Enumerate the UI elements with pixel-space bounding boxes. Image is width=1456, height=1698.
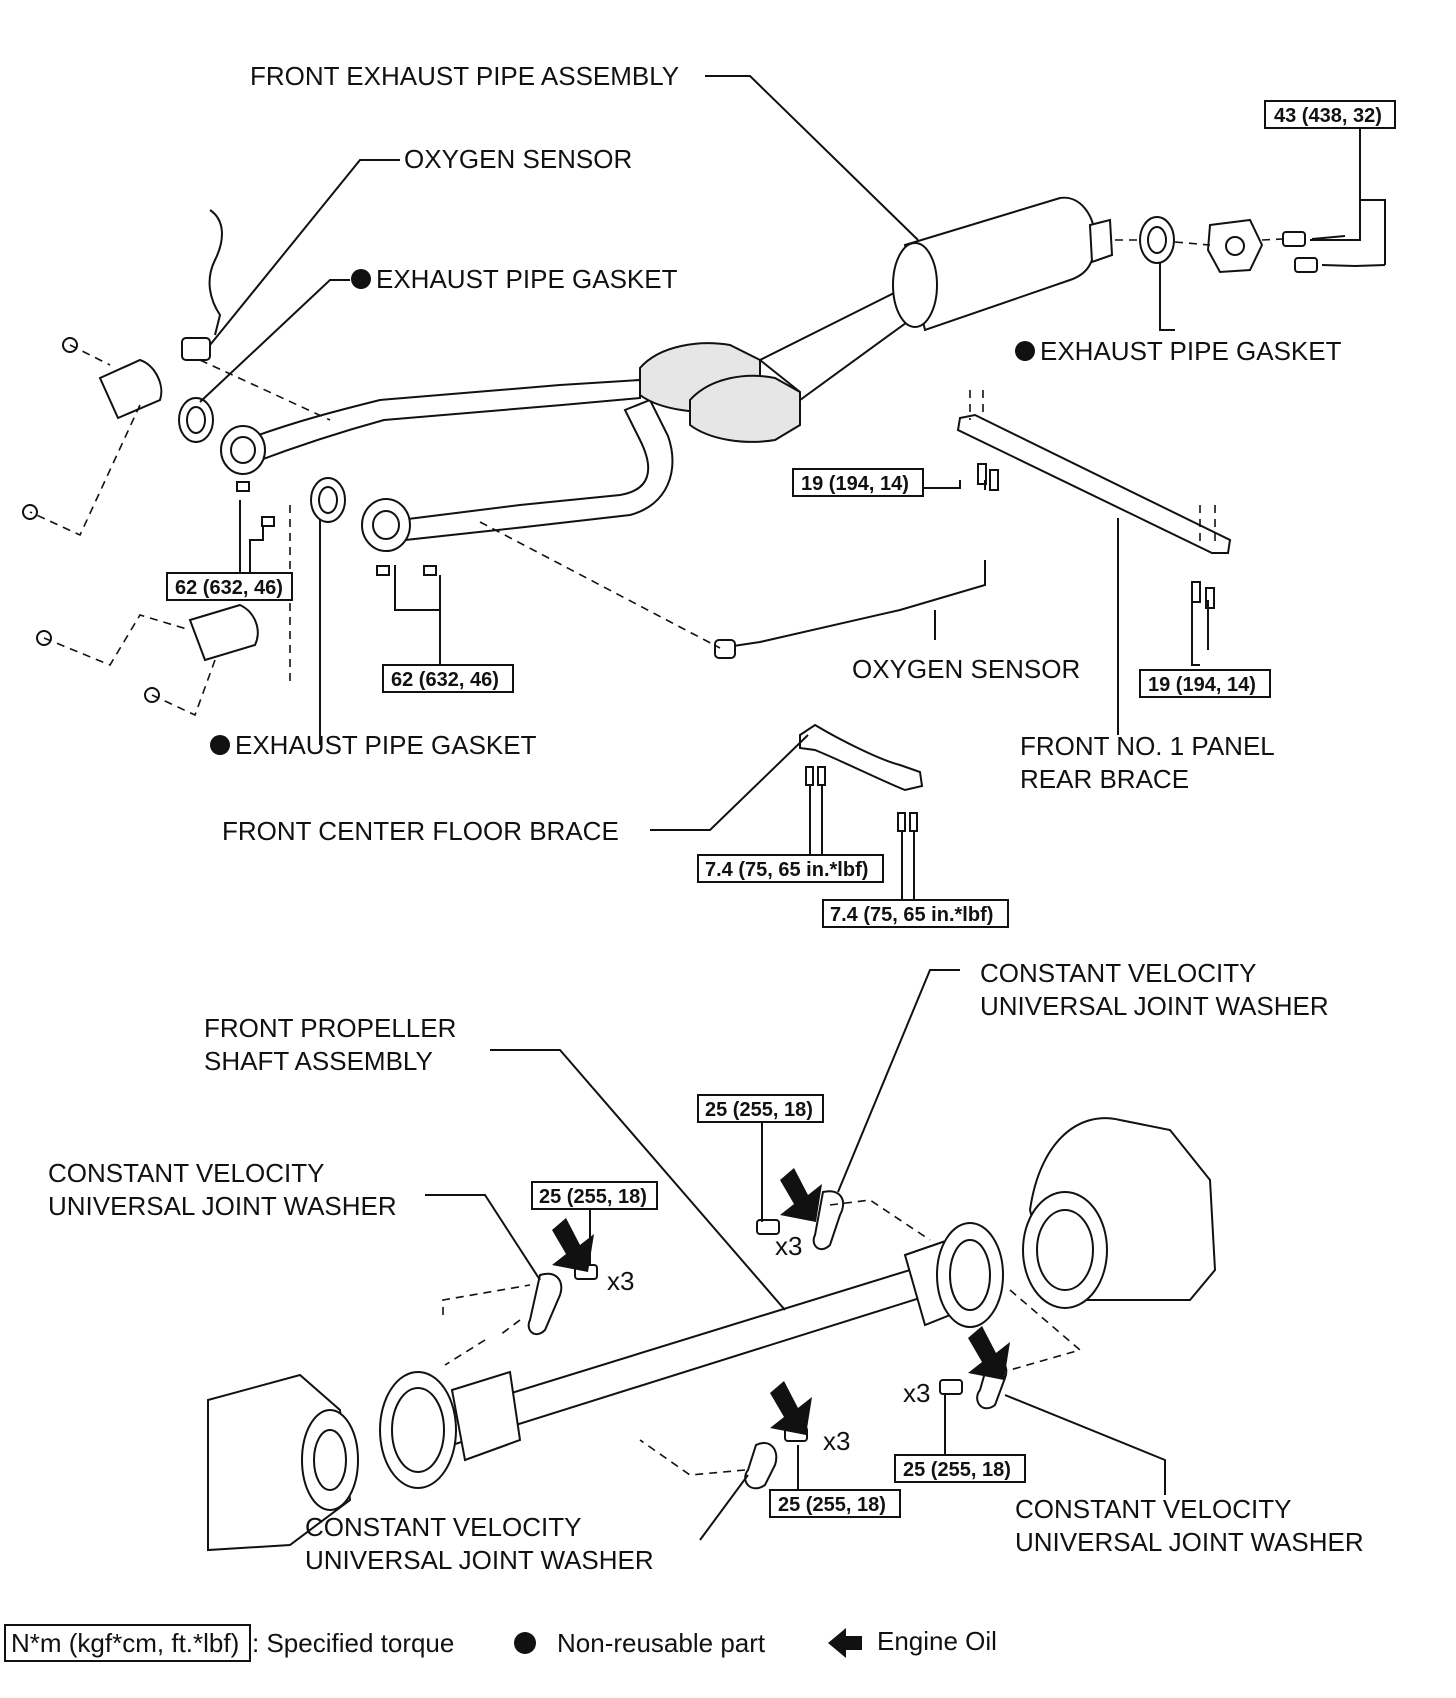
label-oxygen-sensor-lower: OXYGEN SENSOR [852, 654, 1080, 684]
legend-engine-oil: Engine Oil [877, 1626, 997, 1656]
front-center-floor-brace-drawing [799, 723, 924, 832]
engine-oil-arrow-icon [828, 1628, 862, 1658]
legend-torque-text: : Specified torque [252, 1628, 454, 1658]
label-cv-washer-bottom-mid-line1: CONSTANT VELOCITY [305, 1512, 581, 1542]
label-front-no1-panel-line1: FRONT NO. 1 PANEL [1020, 731, 1275, 761]
label-front-no1-panel-line2: REAR BRACE [1020, 764, 1189, 794]
label-front-propeller-line1: FRONT PROPELLER [204, 1013, 456, 1043]
label-front-center-floor-brace: FRONT CENTER FLOOR BRACE [222, 816, 619, 846]
label-x3: x3 [823, 1426, 850, 1456]
torque-value: 62 (632, 46) [175, 577, 283, 599]
torque-value: 19 (194, 14) [1148, 674, 1256, 696]
nonreusable-dot-icon [1015, 341, 1035, 361]
front-propeller-shaft-drawing [207, 1117, 1217, 1552]
label-x3: x3 [607, 1266, 634, 1296]
label-cv-washer-top-right-line2: UNIVERSAL JOINT WASHER [980, 991, 1329, 1021]
label-cv-washer-left-line1: CONSTANT VELOCITY [48, 1158, 324, 1188]
nonreusable-dot-icon [351, 269, 371, 289]
legend-torque-box: N*m (kgf*cm, ft.*lbf) [11, 1628, 239, 1658]
torque-value: 25 (255, 18) [778, 1494, 886, 1516]
legend: N*m (kgf*cm, ft.*lbf) : Specified torque… [4, 1624, 997, 1662]
label-x3: x3 [903, 1378, 930, 1408]
torque-value: 25 (255, 18) [539, 1186, 647, 1208]
torque-value: 43 (438, 32) [1274, 105, 1382, 127]
label-cv-washer-left-line2: UNIVERSAL JOINT WASHER [48, 1191, 397, 1221]
torque-value: 7.4 (75, 65 in.*lbf) [705, 859, 868, 881]
label-exhaust-pipe-gasket-right: EXHAUST PIPE GASKET [1040, 336, 1342, 366]
nonreusable-dot-icon [210, 735, 230, 755]
front-exhaust-pipe-drawing [22, 196, 1356, 717]
label-cv-washer-bottom-right-line1: CONSTANT VELOCITY [1015, 1494, 1291, 1524]
leader-lines [199, 75, 1386, 1541]
nonreusable-dot-icon [514, 1632, 536, 1654]
torque-value: 19 (194, 14) [801, 473, 909, 495]
label-cv-washer-bottom-mid-line2: UNIVERSAL JOINT WASHER [305, 1545, 654, 1575]
label-cv-washer-bottom-right-line2: UNIVERSAL JOINT WASHER [1015, 1527, 1364, 1557]
label-exhaust-pipe-gasket-bottom: EXHAUST PIPE GASKET [235, 730, 537, 760]
label-front-propeller-line2: SHAFT ASSEMBLY [204, 1046, 433, 1076]
text-labels: FRONT EXHAUST PIPE ASSEMBLY OXYGEN SENSO… [48, 61, 1364, 1575]
torque-value: 7.4 (75, 65 in.*lbf) [830, 904, 993, 926]
label-oxygen-sensor-top: OXYGEN SENSOR [404, 144, 632, 174]
label-exhaust-pipe-gasket-left: EXHAUST PIPE GASKET [376, 264, 678, 294]
front-no1-panel-rear-brace-drawing [956, 390, 1232, 609]
label-cv-washer-top-right-line1: CONSTANT VELOCITY [980, 958, 1256, 988]
torque-value: 62 (632, 46) [391, 669, 499, 691]
torque-value: 25 (255, 18) [705, 1099, 813, 1121]
torque-value: 25 (255, 18) [903, 1459, 1011, 1481]
legend-nonreusable: Non-reusable part [557, 1628, 766, 1658]
label-front-exhaust-pipe-assembly: FRONT EXHAUST PIPE ASSEMBLY [250, 61, 679, 91]
label-x3: x3 [775, 1231, 802, 1261]
torque-boxes: 43 (438, 32) 19 (194, 14) 19 (194, 14) 6… [166, 100, 1396, 1518]
